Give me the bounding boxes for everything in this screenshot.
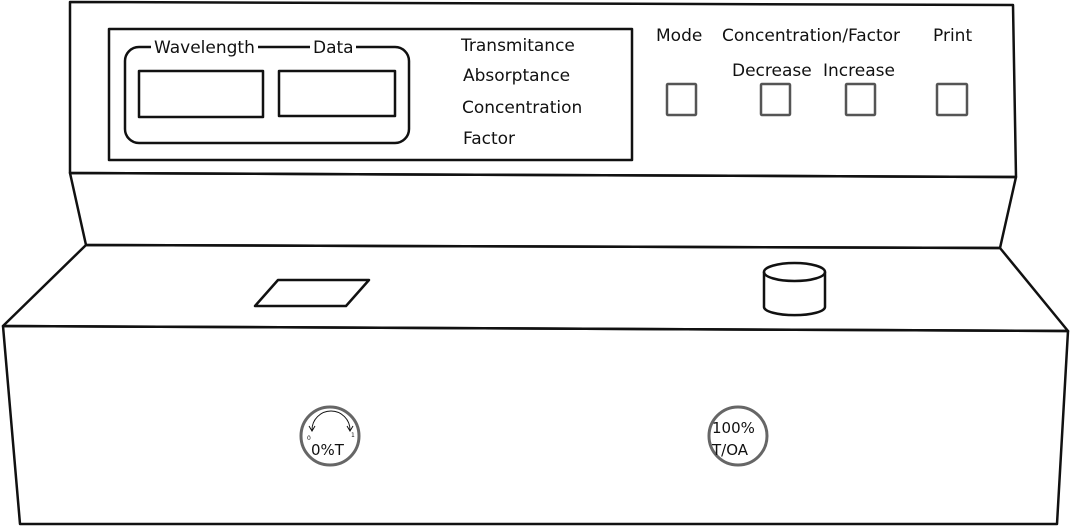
wavelength-dial[interactable] [762,261,827,317]
front-face [1,324,1070,526]
print-button[interactable] [935,82,969,117]
zero-t-scale-min: 0 [307,435,311,442]
zero-t-label: 0%T [311,441,345,459]
print-label: Print [933,26,972,46]
hundred-t-label-line1: 100% [712,419,755,437]
display-window [107,27,634,162]
mode-factor-label: Factor [463,129,515,149]
concentration-factor-label: Concentration/Factor [722,26,900,46]
sample-slot [253,278,371,308]
wavelength-label: Wavelength [154,38,255,58]
data-readout [277,69,397,118]
data-label: Data [313,38,354,58]
hundred-t-label-line2: T/OA [711,441,749,459]
wavelength-readout [137,69,265,119]
mode-transmitance-label: Transmitance [460,36,575,56]
zero-t-knob[interactable]: 0 1 0%T [299,405,361,467]
mode-absorptance-label: Absorptance [463,66,570,86]
hundred-t-knob[interactable]: 100% T/OA [707,405,769,467]
zero-t-scale-max: 1 [351,432,355,439]
deck-top [1,243,1070,333]
increase-label: Increase [823,61,895,81]
mode-concentration-label: Concentration [462,98,582,118]
mode-button-label: Mode [656,26,702,46]
readout-frame [123,45,411,145]
panel-base-slope [68,171,1018,250]
mode-button[interactable] [665,82,698,117]
increase-button[interactable] [844,82,877,117]
decrease-label: Decrease [732,61,812,81]
decrease-button[interactable] [759,82,792,117]
